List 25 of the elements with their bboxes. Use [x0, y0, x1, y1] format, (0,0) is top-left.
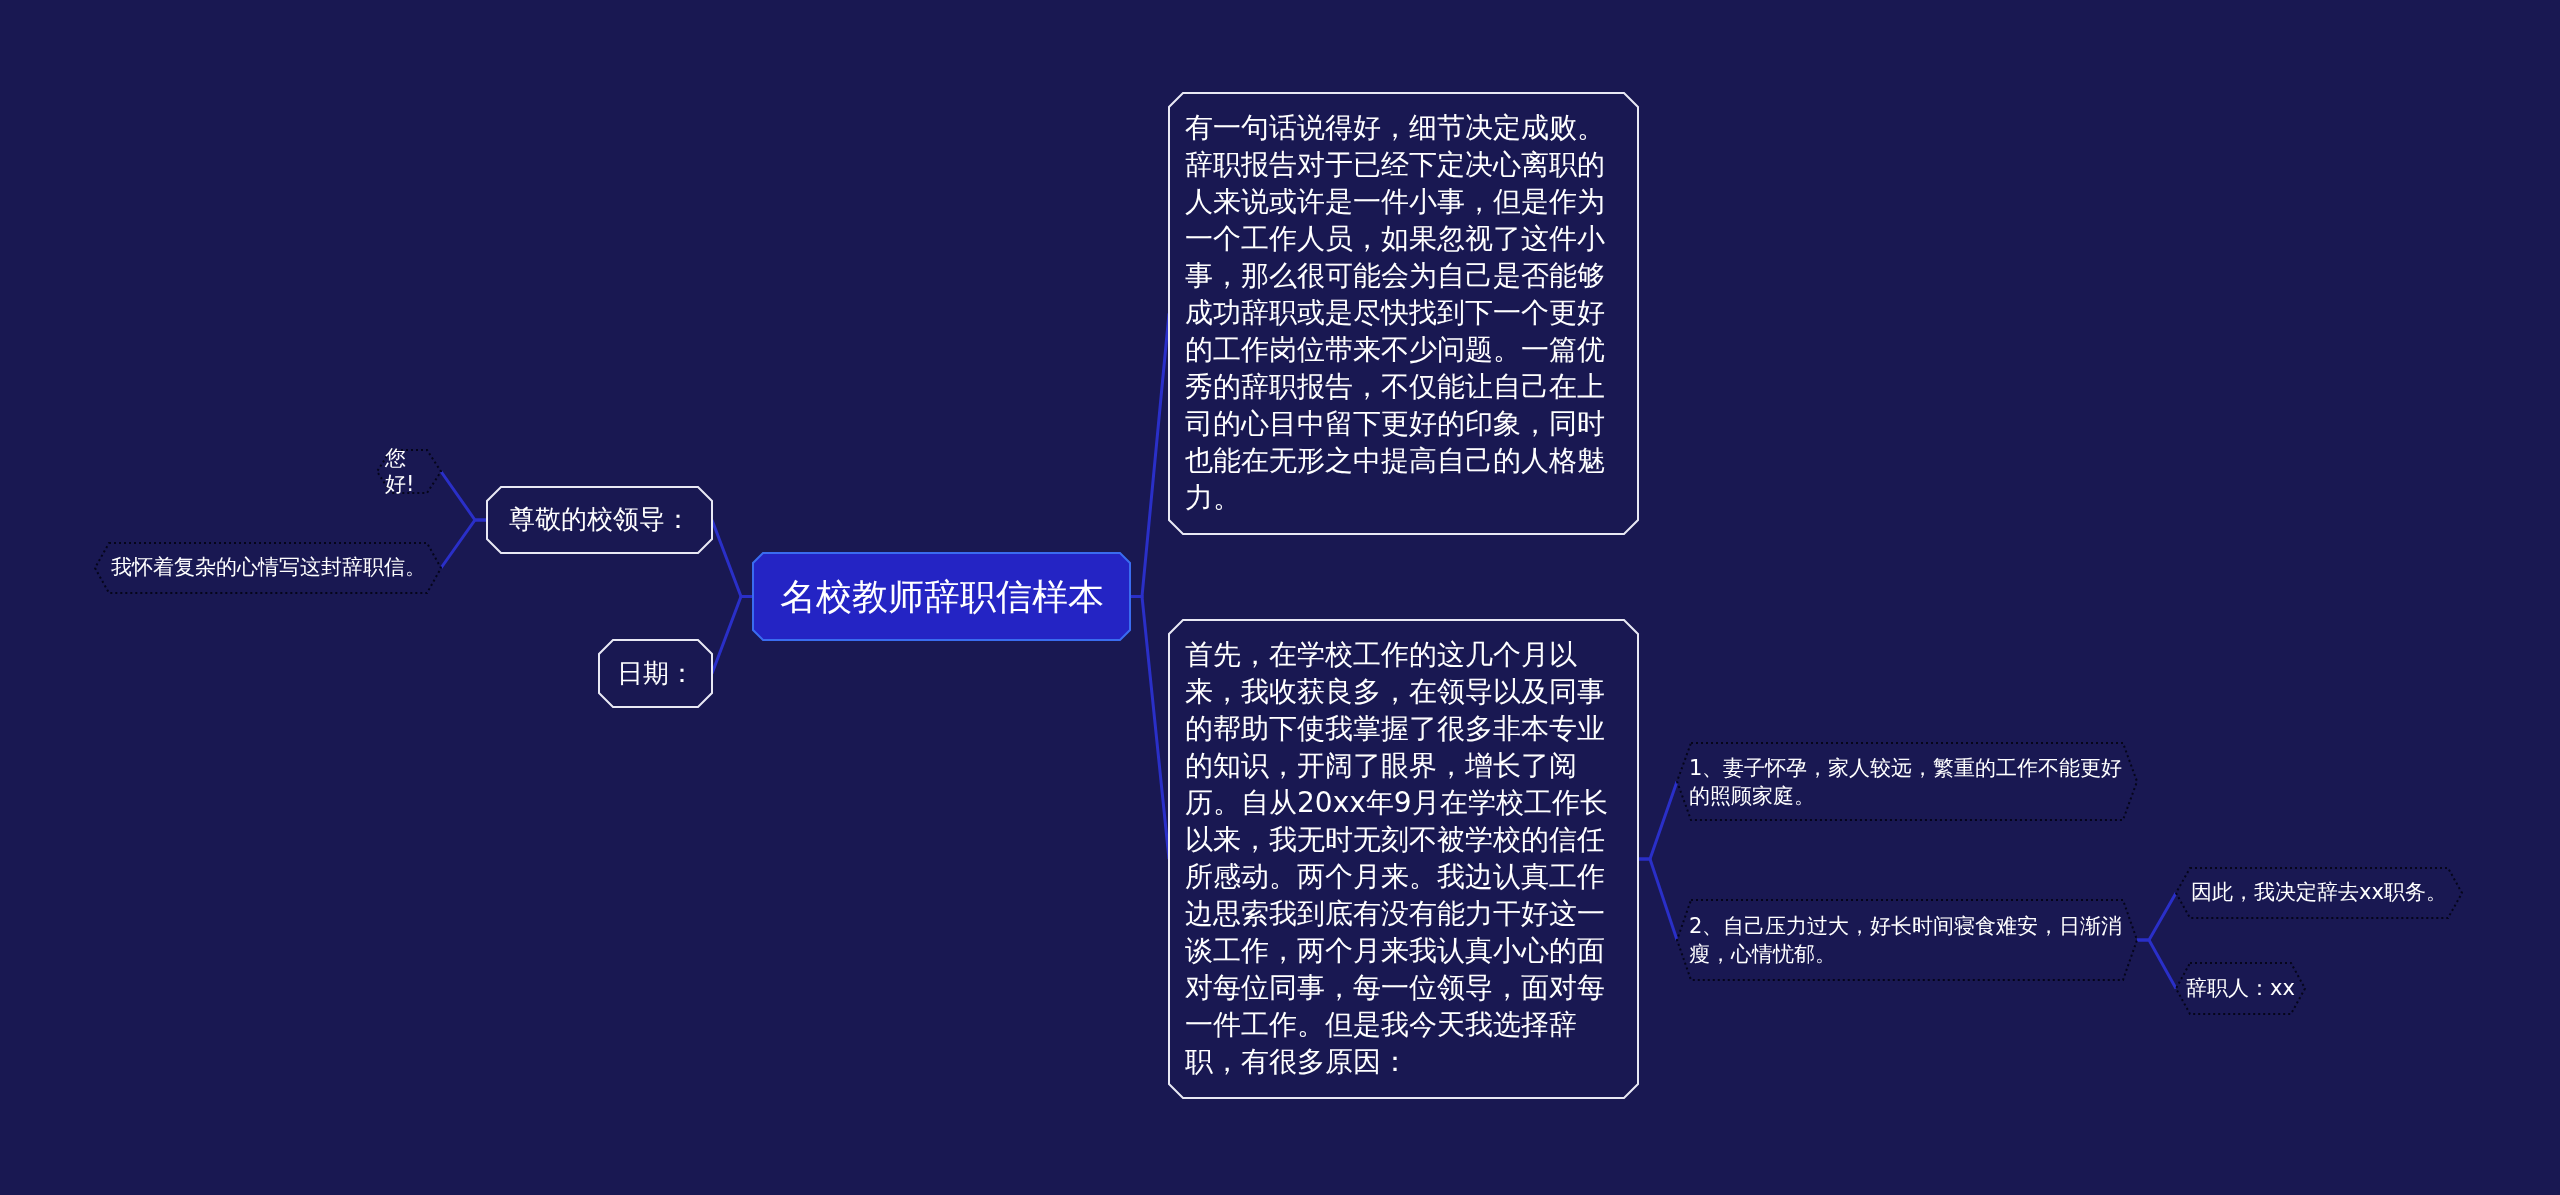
topic-box [753, 553, 1130, 640]
topic-text: 首先，在学校工作的这几个月以来，我收获良多，在领导以及同事的帮助下使我掌握了很多非本专业的知识，开阔了眼界，增长了阅历。自从20xx年9月在学校工作长以来，我无时无刻不被学校的信任所感动。两个月来。我边认真工作边思索我到底有没有能力干好这一谈工作，两个月来我认真小心的面对每位同事，每一位领导，面对每一件工作。但是我今天我选择辞职，有很多原因： [1185, 637, 1609, 1080]
connector-line [1638, 857, 1679, 941]
topic-text: 因此，我决定辞去xx职务。 [2191, 880, 2447, 906]
topic-box [599, 640, 712, 707]
connector-line [439, 518, 487, 569]
topic-text: 名校教师辞职信样本 [779, 574, 1104, 619]
topic-box [1169, 620, 1638, 1098]
topic-box [1169, 93, 1638, 534]
topic-text: 我怀着复杂的心情写这封辞职信。 [110, 555, 426, 581]
subtopic-box [2176, 963, 2305, 1014]
subtopic-box [1677, 900, 2137, 980]
subtopic-box [377, 450, 441, 493]
subtopic-box [2176, 868, 2462, 918]
subtopic-box [95, 543, 441, 593]
topic-text: 1、妻子怀孕，家人较远，繁重的工作不能更好的照顾家庭。 [1689, 754, 2124, 810]
topic-text: 辞职人：xx [2186, 975, 2295, 1002]
topic-box [487, 487, 712, 553]
topic-text: 有一句话说得好，细节决定成败。辞职报告对于已经下定决心离职的人来说或许是一件小事，但是作为一个工作人员，如果忽视了这件小事，那么很可能会为自己是否能够成功辞职或是尽快找到下一个更好的工作岗位带来不少问题。一篇优秀的辞职报告，不仅能让自己在上司的心目中留下更好的印象，同时也能在无形之中提高自己的人格魅力。 [1185, 110, 1606, 516]
connector-line [2137, 938, 2178, 990]
topic-text: 2、自己压力过大，好长时间寝食难安，日渐消瘦，心情忧郁。 [1689, 913, 2124, 968]
topic-text: 日期： [616, 657, 695, 690]
topic-text: 您好! [385, 446, 416, 497]
topic-text: 尊敬的校领导： [508, 504, 691, 536]
subtopic-box [1677, 743, 2137, 820]
